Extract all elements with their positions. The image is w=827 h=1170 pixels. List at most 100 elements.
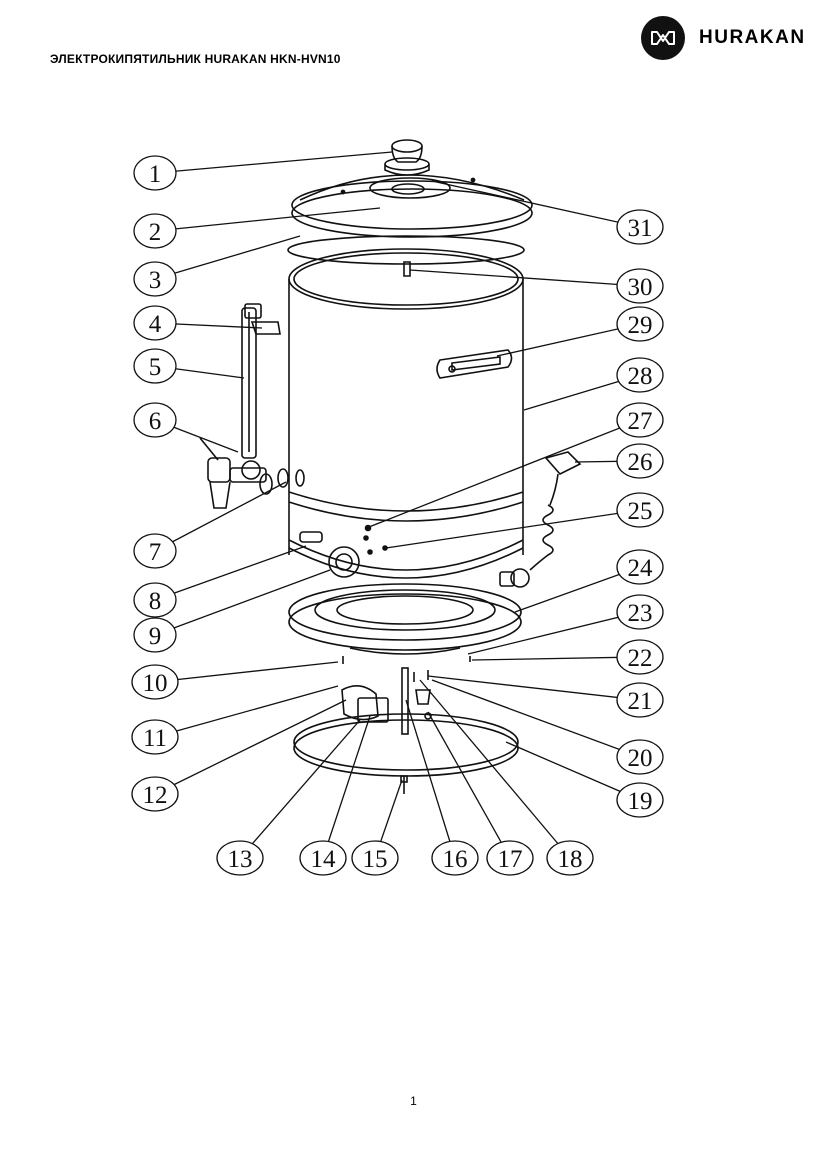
callout-number: 22 xyxy=(628,645,653,672)
side-handle xyxy=(436,349,513,379)
callout-13: 13 xyxy=(216,840,264,876)
callout-bubble xyxy=(133,305,177,341)
callout-bubble xyxy=(486,840,534,876)
lid xyxy=(291,174,533,238)
callout-leader-7 xyxy=(154,481,287,552)
lid-knob xyxy=(384,139,430,176)
callout-bubble xyxy=(616,682,664,718)
callout-3: 3 xyxy=(133,261,177,297)
callout-leader-17 xyxy=(427,711,511,859)
callout-17: 17 xyxy=(486,840,534,876)
callout-31: 31 xyxy=(616,209,664,245)
callout-number: 24 xyxy=(628,555,654,582)
callout-bubble xyxy=(431,840,479,876)
callout-leader-20 xyxy=(431,679,641,758)
water-tap xyxy=(199,437,305,509)
callout-leader-29 xyxy=(496,323,641,357)
water-level-gauge xyxy=(241,303,281,459)
callout-number: 21 xyxy=(628,688,653,715)
callout-bubble xyxy=(131,664,179,700)
callout-leader-9 xyxy=(154,569,331,636)
callout-number: 12 xyxy=(143,782,168,809)
callout-29: 29 xyxy=(616,306,664,342)
callout-27: 27 xyxy=(616,402,664,438)
callout-12: 12 xyxy=(131,776,179,812)
callout-bubble xyxy=(616,357,664,393)
callout-20: 20 xyxy=(616,739,664,775)
callout-1: 1 xyxy=(133,155,177,191)
callout-leader-12 xyxy=(154,699,347,795)
document-title: ЭЛЕКТРОКИПЯТИЛЬНИК HURAKAN HKN-HVN10 xyxy=(50,52,341,66)
callout-leader-2 xyxy=(154,207,381,232)
callout-28: 28 xyxy=(616,357,664,393)
callout-18: 18 xyxy=(546,840,594,876)
callout-number: 14 xyxy=(311,846,337,873)
callout-number: 23 xyxy=(628,600,653,627)
callout-leader-31 xyxy=(431,180,641,228)
callout-number: 17 xyxy=(498,846,523,873)
callout-6: 6 xyxy=(133,402,177,438)
callout-2: 2 xyxy=(133,213,177,249)
page-number: 1 xyxy=(410,1094,417,1108)
callout-22: 22 xyxy=(616,639,664,675)
callout-bubble xyxy=(131,719,179,755)
callout-number: 9 xyxy=(149,623,162,650)
callout-16: 16 xyxy=(431,840,479,876)
callout-7: 7 xyxy=(133,533,177,569)
callout-bubble xyxy=(299,840,347,876)
callout-bubble xyxy=(546,840,594,876)
callout-leader-27 xyxy=(368,419,641,528)
callout-bubble xyxy=(133,582,177,618)
callout-24: 24 xyxy=(616,549,664,585)
callout-bubble xyxy=(616,402,664,438)
callout-23: 23 xyxy=(616,594,664,630)
callout-15: 15 xyxy=(351,840,399,876)
callout-number: 1 xyxy=(149,161,162,188)
callout-leader-25 xyxy=(385,509,641,549)
callout-8: 8 xyxy=(133,582,177,618)
callout-bubble xyxy=(133,348,177,384)
callout-9: 9 xyxy=(133,617,177,653)
callout-number: 2 xyxy=(149,219,162,246)
callout-bubble xyxy=(616,782,664,818)
callout-number: 11 xyxy=(143,725,167,752)
callout-leader-1 xyxy=(154,151,393,174)
callout-bubble xyxy=(133,213,177,249)
callout-leader-14 xyxy=(322,715,371,859)
callout-19: 19 xyxy=(616,782,664,818)
brand-logo: HURAKAN xyxy=(641,16,806,60)
callout-bubble xyxy=(616,639,664,675)
callout-bubble xyxy=(616,268,664,304)
callout-14: 14 xyxy=(299,840,347,876)
callout-bubble xyxy=(216,840,264,876)
callout-bubble xyxy=(616,549,664,585)
callout-11: 11 xyxy=(131,719,179,755)
callout-leader-19 xyxy=(505,741,641,801)
hurakan-logo-icon xyxy=(641,16,685,60)
callout-number: 30 xyxy=(628,274,653,301)
callout-bubble xyxy=(616,306,664,342)
callout-number: 26 xyxy=(628,449,653,476)
callout-number: 4 xyxy=(149,311,162,338)
callout-bubble xyxy=(616,209,664,245)
callout-10: 10 xyxy=(131,664,179,700)
callout-bubble xyxy=(616,492,664,528)
callout-number: 19 xyxy=(628,788,653,815)
callout-number: 27 xyxy=(628,408,653,435)
callout-leader-16 xyxy=(405,699,456,859)
callout-number: 20 xyxy=(628,745,653,772)
power-cord xyxy=(499,451,582,588)
callout-bubble xyxy=(133,617,177,653)
callout-number: 28 xyxy=(628,363,653,390)
callout-number: 16 xyxy=(443,846,468,873)
callout-26: 26 xyxy=(616,443,664,479)
callout-number: 3 xyxy=(149,267,162,294)
callout-number: 25 xyxy=(628,498,653,525)
callout-bubble xyxy=(616,443,664,479)
callout-number: 6 xyxy=(149,408,162,435)
callout-number: 8 xyxy=(149,588,162,615)
callout-number: 5 xyxy=(149,354,162,381)
callout-4: 4 xyxy=(133,305,177,341)
